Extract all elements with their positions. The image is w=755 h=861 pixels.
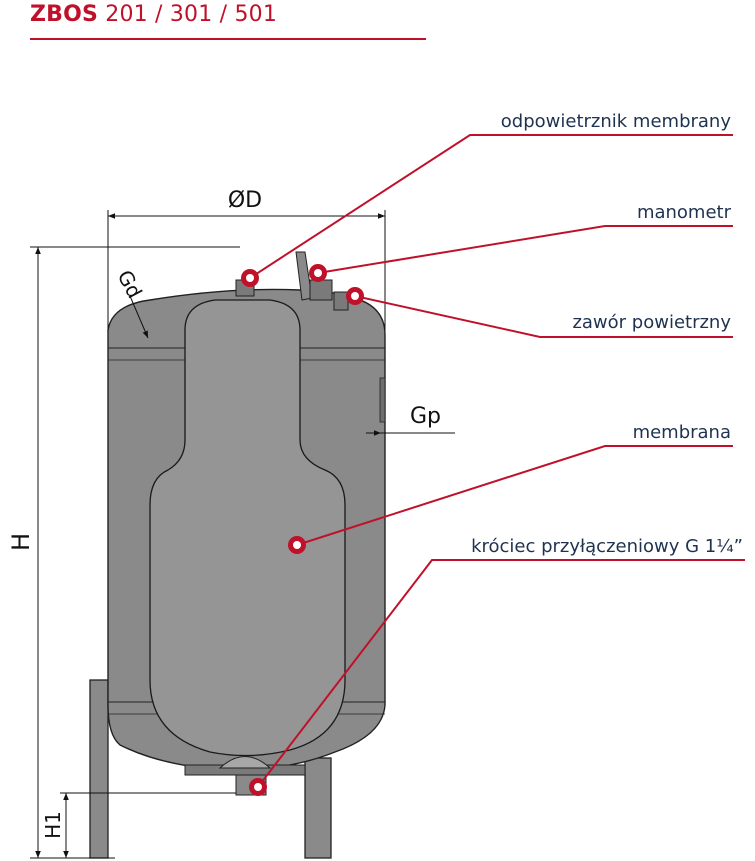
- callout-leaders: [249, 134, 745, 788]
- label-pressure-gauge: manometr: [637, 202, 732, 223]
- leader-membrane-vent: [249, 134, 733, 279]
- marker-pressure-gauge: [309, 264, 327, 282]
- foot-height-label: H1: [41, 811, 65, 839]
- marker-connector: [249, 778, 267, 796]
- leader-pressure-gauge: [317, 225, 733, 274]
- gauge-body: [309, 279, 333, 301]
- label-membrane: membrana: [633, 422, 731, 443]
- leader-air-valve: [354, 295, 733, 338]
- title-block: ZBOS 201 / 301 / 501: [30, 2, 277, 27]
- gp-label: Gp: [410, 404, 441, 429]
- marker-air-valve: [346, 287, 364, 305]
- gd-line: [129, 295, 149, 339]
- model-variants: 201 / 301 / 501: [98, 2, 278, 27]
- model-name: ZBOS: [30, 2, 99, 27]
- side-connection: [379, 377, 386, 423]
- marker-membrane: [288, 536, 306, 554]
- diameter-label: ØD: [228, 188, 262, 213]
- callout-markers: [241, 264, 364, 796]
- marker-membrane-vent: [241, 269, 259, 287]
- connector-dome: [218, 756, 272, 769]
- label-connector: króciec przyłączeniowy G 1¼”: [471, 536, 743, 557]
- air-valve-body: [333, 291, 349, 311]
- leader-membrane: [296, 445, 733, 546]
- title-underline: [30, 38, 426, 40]
- membrane-bladder: [149, 299, 346, 757]
- vessel: [89, 251, 386, 859]
- page-title: ZBOS 201 / 301 / 501: [30, 2, 277, 27]
- gd-label: Gd: [113, 266, 147, 302]
- dimensions: [30, 210, 455, 859]
- leader-connector: [257, 559, 745, 788]
- label-membrane-vent: odpowietrznik membrany: [501, 111, 732, 132]
- left-foot: [89, 679, 109, 859]
- label-air-valve: zawór powietrzny: [572, 312, 731, 333]
- height-label: H: [7, 533, 35, 551]
- right-foot: [304, 757, 332, 859]
